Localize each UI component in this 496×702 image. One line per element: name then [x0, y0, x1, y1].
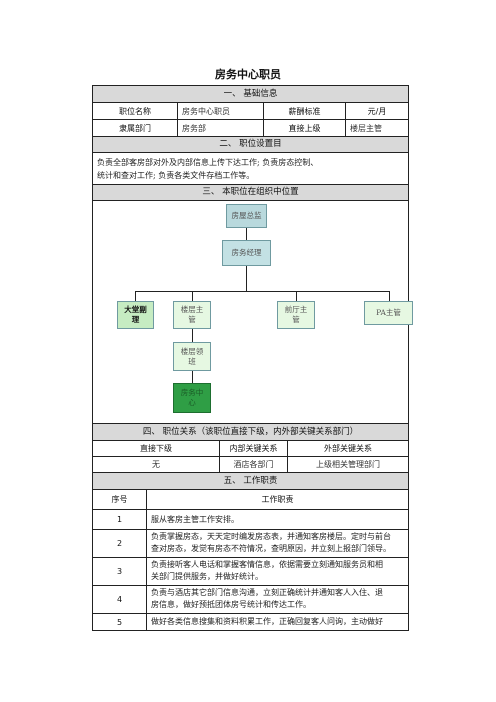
- duty-text-line-2: 房信息，做好预抵团体房号统计和传达工作。: [151, 600, 311, 609]
- basic-row-1: 职位名称 房务中心职员 薪酬标准 元/月: [93, 102, 408, 119]
- org-node-director: 房屋总监: [226, 204, 267, 228]
- duty-no: 3: [116, 567, 123, 576]
- job-name-value: 房务中心职员: [177, 103, 263, 119]
- duty-text: 负责接听客人电话和掌握客情信息，依据需要立刻通知服务员和相 关部门提供服务，并做…: [146, 558, 408, 585]
- duty-text: 负责与酒店其它部门信息沟通，立刻正确统计并通知客人入住、退 房信息，做好预抵团体…: [146, 586, 408, 613]
- superior-label: 直接上级: [263, 120, 345, 136]
- duty-text: 服从客房主管工作安排。: [146, 510, 408, 529]
- org-node-manager-label: 房务经理: [231, 248, 262, 257]
- connector-bus-lobby: [135, 291, 136, 301]
- relations-val-external: 上级相关管理部门: [287, 457, 408, 472]
- section-org-title: 三、 本职位在组织中位置: [93, 185, 408, 200]
- duty-no: 1: [116, 515, 123, 524]
- connector-floor-lead: [192, 329, 193, 342]
- job-name-label: 职位名称: [119, 106, 151, 116]
- relations-val-subordinate: 无: [152, 460, 160, 469]
- duty-no: 5: [116, 617, 123, 627]
- duty-text-line-1: 负责与酒店其它部门信息沟通，立刻正确统计并通知客人入住、退: [151, 588, 383, 597]
- org-node-floor-supervisor-label: 楼层主管: [180, 305, 204, 324]
- org-node-pa-supervisor-label: PA主管: [376, 308, 401, 317]
- duty-no: 4: [116, 595, 123, 604]
- job-description-table: 一、 基础信息 职位名称 房务中心职员 薪酬标准 元/月 隶属部门 房务部 直接…: [92, 85, 413, 631]
- duty-text-line-2: 关部门提供服务，并做好统计。: [151, 572, 263, 581]
- section-duty-setup-header: 二、 职位设置目: [93, 136, 408, 152]
- section-duties-header: 五、 工作职责: [93, 472, 408, 489]
- connector-lead-center: [192, 371, 193, 383]
- duties-no-header: 序号: [111, 495, 128, 504]
- relations-col-internal: 内部关键关系: [219, 441, 287, 456]
- connector-bus-front: [296, 291, 297, 301]
- relations-value-row: 无 酒店各部门 上级相关管理部门: [93, 456, 408, 472]
- org-node-lobby-manager-label: 大堂副理: [124, 305, 147, 324]
- org-node-housekeeping-center-label: 房务中心: [180, 388, 204, 407]
- duties-duty-header: 工作职责: [146, 490, 408, 509]
- duty-row-2: 2 负责掌握房态，天天定时编发房态表，并通知客房楼层。定时与前台 查对房态，发觉…: [93, 529, 408, 557]
- org-node-floor-lead: 楼层领班: [173, 342, 211, 371]
- duty-row-1: 1 服从客房主管工作安排。: [93, 509, 408, 529]
- org-chart: 房屋总监 房务经理 大堂副理 楼层主管 前厅主管 PA主管 楼层领班 房务中心: [93, 201, 413, 424]
- section-basic-title: 一、 基础信息: [93, 86, 408, 102]
- org-chart-row: 房屋总监 房务经理 大堂副理 楼层主管 前厅主管 PA主管 楼层领班 房务中心: [93, 200, 413, 424]
- org-node-housekeeping-center: 房务中心: [173, 383, 211, 413]
- duty-text-line-1: 负责掌握房态，天天定时编发房态表，并通知客房楼层。定时与前台: [151, 532, 391, 541]
- section-relations-title: 四、 职位关系（该职位直接下级，内外部关键关系部门）: [93, 424, 408, 440]
- section-duty-setup-title: 二、 职位设置目: [93, 137, 408, 152]
- relations-col-external: 外部关键关系: [287, 441, 408, 456]
- duty-no: 2: [116, 539, 123, 548]
- duty-text: 做好各类信息搜集和资料积累工作，正确回复客人问询，主动做好: [146, 614, 408, 630]
- org-node-director-label: 房屋总监: [231, 211, 262, 220]
- superior-value: 楼层主管: [345, 120, 408, 136]
- dept-label: 隶属部门: [119, 123, 151, 133]
- section-org-header: 三、 本职位在组织中位置: [93, 184, 408, 200]
- purpose-text: 负责全部客房部对外及内部信息上传下达工作; 负责房态控制、 统计和查对工作; 负…: [93, 153, 408, 184]
- duty-row-3: 3 负责接听客人电话和掌握客情信息，依据需要立刻通知服务员和相 关部门提供服务，…: [93, 557, 408, 585]
- document-title: 房务中心职员: [215, 68, 281, 81]
- org-node-lobby-manager: 大堂副理: [117, 301, 154, 329]
- salary-value: 元/月: [345, 103, 408, 119]
- org-node-front-supervisor-label: 前厅主管: [284, 305, 308, 324]
- org-node-floor-lead-label: 楼层领班: [180, 346, 204, 366]
- duty-text-line-1: 服从客房主管工作安排。: [151, 514, 239, 524]
- connector-top-manager: [246, 228, 247, 240]
- basic-row-2: 隶属部门 房务部 直接上级 楼层主管: [93, 119, 408, 136]
- duty-row-5: 5 做好各类信息搜集和资料积累工作，正确回复客人问询，主动做好: [93, 613, 408, 630]
- purpose-line-2: 统计和查对工作; 负责各类文件存档工作等。: [97, 171, 255, 180]
- purpose-row: 负责全部客房部对外及内部信息上传下达工作; 负责房态控制、 统计和查对工作; 负…: [93, 152, 408, 184]
- duty-text-line-2: 查对房态，发觉有房态不符情况，查明原因，并立刻上报部门领导。: [151, 544, 391, 553]
- duty-text: 负责掌握房态，天天定时编发房态表，并通知客房楼层。定时与前台 查对房态，发觉有房…: [146, 530, 408, 557]
- duty-text-line-1: 负责接听客人电话和掌握客情信息，依据需要立刻通知服务员和相: [151, 560, 383, 569]
- dept-value: 房务部: [177, 120, 263, 136]
- purpose-line-1: 负责全部客房部对外及内部信息上传下达工作; 负责房态控制、: [97, 158, 319, 167]
- relations-col-subordinate: 直接下级: [140, 444, 172, 453]
- org-node-manager: 房务经理: [222, 240, 271, 266]
- salary-label: 薪酬标准: [263, 103, 345, 119]
- org-node-pa-supervisor: PA主管: [364, 301, 413, 325]
- section-basic-header: 一、 基础信息: [93, 86, 408, 102]
- duties-header-row: 序号 工作职责: [93, 489, 408, 509]
- section-duties-title: 五、 工作职责: [93, 473, 408, 489]
- section-relations-header: 四、 职位关系（该职位直接下级，内外部关键关系部门）: [93, 423, 408, 440]
- connector-horizontal-bus: [135, 291, 389, 292]
- duty-text-line-1: 做好各类信息搜集和资料积累工作，正确回复客人问询，主动做好: [151, 617, 383, 626]
- connector-manager-bus: [246, 266, 247, 291]
- duty-row-4: 4 负责与酒店其它部门信息沟通，立刻正确统计并通知客人入住、退 房信息，做好预抵…: [93, 585, 408, 613]
- connector-bus-pa: [389, 291, 390, 301]
- org-node-front-supervisor: 前厅主管: [277, 301, 315, 329]
- org-node-floor-supervisor: 楼层主管: [173, 301, 211, 329]
- connector-bus-floor: [192, 291, 193, 301]
- relations-val-internal: 酒店各部门: [219, 457, 287, 472]
- relations-header-row: 直接下级 内部关键关系 外部关键关系: [93, 440, 408, 456]
